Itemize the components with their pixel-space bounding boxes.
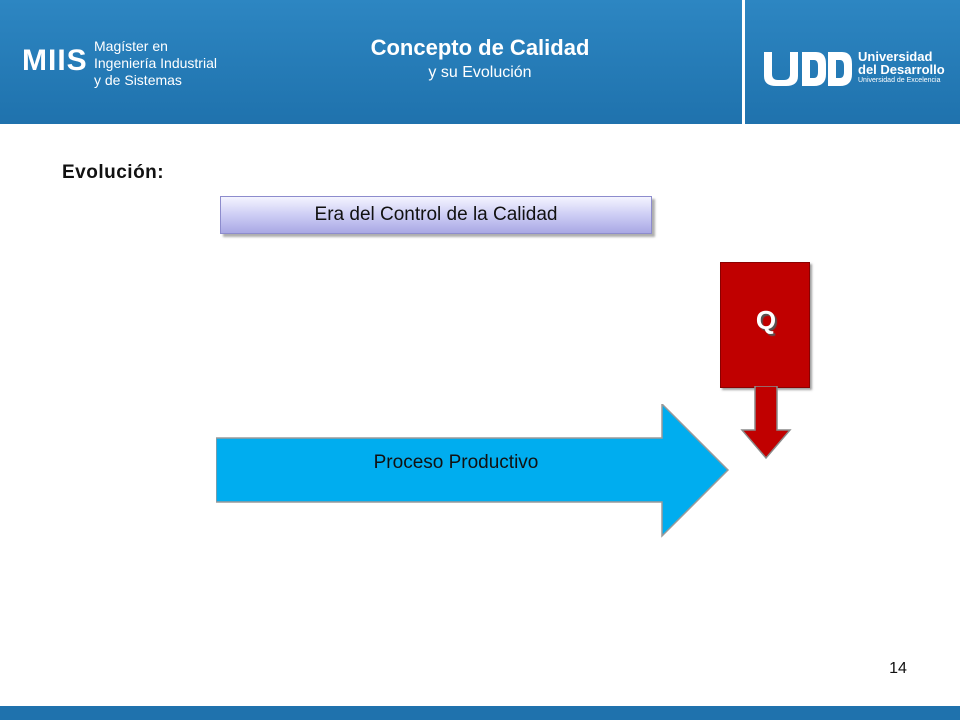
- slide-title: Concepto de Calidad: [370, 35, 590, 60]
- era-label-box: Era del Control de la Calidad: [220, 196, 652, 234]
- down-arrow-icon: [740, 386, 792, 460]
- slide-subtitle: y su Evolución: [428, 64, 532, 81]
- udd-logo-mark: [764, 52, 852, 86]
- miis-logo-line: Ingeniería Industrial: [94, 55, 217, 71]
- miis-logo-mark: MIIS: [22, 44, 88, 77]
- process-label: Proceso Productivo: [373, 452, 539, 473]
- quality-box: Q: [720, 262, 810, 388]
- udd-logo-line: del Desarrollo: [858, 62, 945, 77]
- miis-logo-text: Magíster en Ingeniería Industrial y de S…: [94, 38, 294, 89]
- miis-logo-line: y de Sistemas: [94, 72, 182, 88]
- footer-band: [0, 706, 960, 720]
- page-number: 14: [889, 660, 907, 677]
- miis-logo-line: Magíster en: [94, 38, 168, 54]
- header-band: MIIS Magíster en Ingeniería Industrial y…: [0, 0, 960, 124]
- quality-label: Q: [755, 305, 777, 335]
- slide-title-block: Concepto de Calidad y su Evolución: [300, 34, 660, 84]
- udd-logo-line: Universidad: [858, 49, 933, 64]
- header-divider: [742, 0, 745, 124]
- section-label: Evolución:: [62, 162, 165, 183]
- udd-logo-text: Universidad del Desarrollo Universidad d…: [858, 50, 960, 86]
- udd-logo-tagline: Universidad de Excelencia: [858, 77, 941, 84]
- process-arrow-shape: [216, 404, 730, 538]
